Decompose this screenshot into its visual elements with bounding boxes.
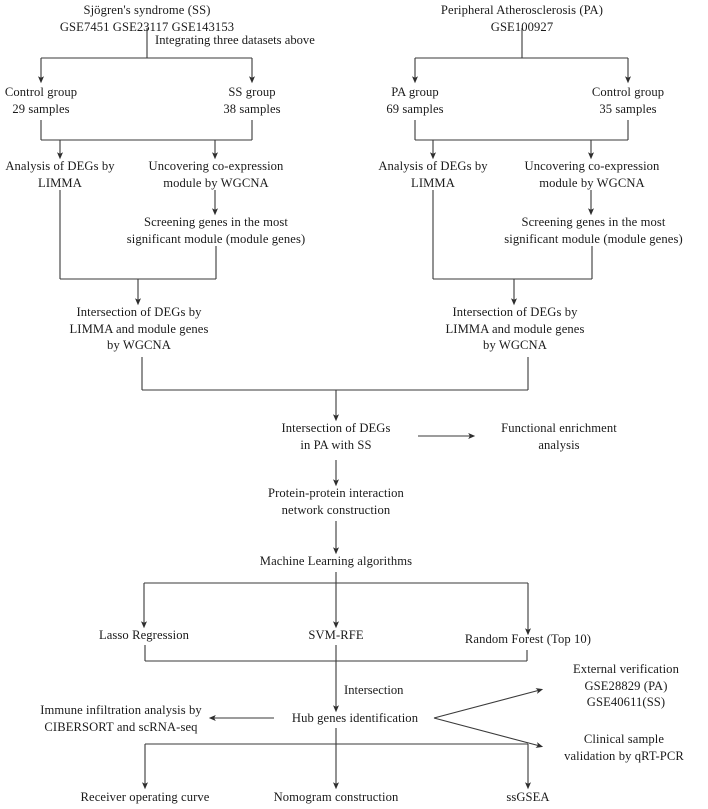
node-pa-source: Peripheral Atherosclerosis (PA) GSE10092…: [440, 3, 604, 34]
node-ss-control-group: Control group 29 samples: [4, 85, 78, 116]
node-ss-screening: Screening genes in the most significant …: [126, 215, 306, 246]
node-lasso-regression: Lasso Regression: [98, 628, 190, 642]
node-ppi-network: Protein-protein interaction network cons…: [268, 486, 404, 517]
node-pa-intersection: Intersection of DEGs by LIMMA and module…: [445, 305, 585, 352]
node-hub-genes: Hub genes identification: [291, 711, 419, 725]
node-pa-wgcna: Uncovering co-expression module by WGCNA: [524, 159, 660, 190]
node-nomogram: Nomogram construction: [273, 790, 399, 804]
edge-label-intersection: Intersection: [344, 683, 404, 697]
node-ss-limma: Analysis of DEGs by LIMMA: [5, 159, 115, 190]
node-functional-enrichment: Functional enrichment analysis: [501, 421, 617, 452]
node-pa-screening: Screening genes in the most significant …: [504, 215, 683, 246]
node-ss-group: SS group 38 samples: [223, 85, 281, 116]
node-pa-limma: Analysis of DEGs by LIMMA: [378, 159, 488, 190]
edge-label-integrating: Integrating three datasets above: [155, 33, 315, 47]
node-random-forest: Random Forest (Top 10): [464, 632, 592, 646]
node-ss-wgcna: Uncovering co-expression module by WGCNA: [148, 159, 284, 190]
node-pa-group: PA group 69 samples: [386, 85, 444, 116]
node-machine-learning: Machine Learning algorithms: [259, 554, 413, 568]
node-external-verification: External verification GSE28829 (PA) GSE4…: [573, 662, 679, 709]
node-clinical-validation: Clinical sample validation by qRT-PCR: [564, 732, 684, 763]
node-pa-control-group: Control group 35 samples: [591, 85, 665, 116]
node-ss-source: Sjögren's syndrome (SS) GSE7451 GSE23117…: [59, 3, 235, 34]
node-ssgsea: ssGSEA: [506, 790, 550, 804]
node-svm-rfe: SVM-RFE: [308, 628, 364, 642]
node-roc-curve: Receiver operating curve: [80, 790, 210, 804]
node-ss-intersection: Intersection of DEGs by LIMMA and module…: [69, 305, 209, 352]
node-deg-intersection: Intersection of DEGs in PA with SS: [281, 421, 391, 452]
node-immune-infiltration: Immune infiltration analysis by CIBERSOR…: [40, 703, 202, 734]
